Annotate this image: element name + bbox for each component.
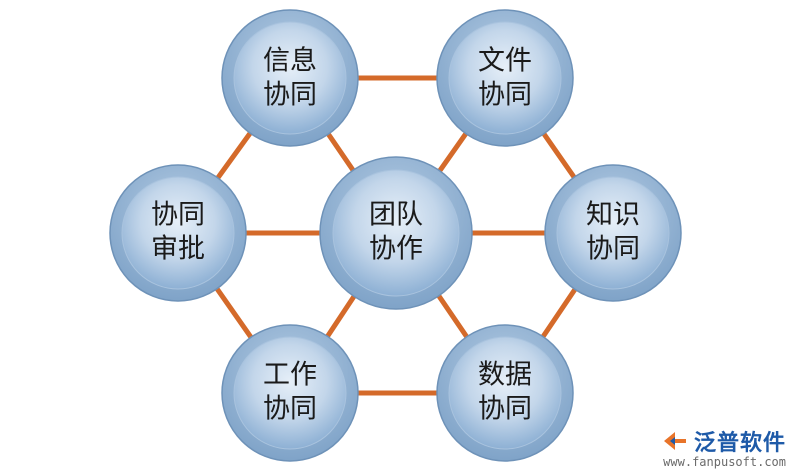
fan-logo-icon — [663, 432, 686, 450]
node-work-collab-line2: 协同 — [263, 394, 317, 425]
node-collab-approval-line1: 协同 — [151, 200, 205, 231]
node-file-collab-line1: 文件 — [478, 46, 532, 77]
brand-watermark: 泛普软件 www.fanpusoft.com — [662, 425, 786, 469]
node-team-collab-line2: 协作 — [369, 234, 423, 265]
node-data-collab-line2: 协同 — [478, 394, 532, 425]
node-info-collab-line2: 协同 — [263, 80, 317, 111]
brand-url: www.fanpusoft.com — [663, 455, 786, 469]
node-team-collab-line1: 团队 — [369, 200, 423, 231]
node-info-collab: 信息 协同 — [221, 9, 359, 147]
node-collab-approval-line2: 审批 — [151, 234, 205, 265]
node-knowledge-collab: 知识 协同 — [544, 164, 682, 302]
node-file-collab-line2: 协同 — [478, 80, 532, 111]
node-file-collab: 文件 协同 — [436, 9, 574, 147]
node-work-collab: 工作 协同 — [221, 324, 359, 462]
node-info-collab-line1: 信息 — [263, 46, 317, 77]
node-data-collab: 数据 协同 — [436, 324, 574, 462]
node-data-collab-line1: 数据 — [478, 360, 532, 391]
brand-name: 泛普软件 — [693, 431, 786, 456]
node-team-collab: 团队 协作 — [319, 156, 473, 310]
node-knowledge-collab-line1: 知识 — [586, 200, 640, 231]
node-work-collab-line1: 工作 — [263, 360, 317, 391]
node-knowledge-collab-line2: 协同 — [586, 234, 640, 265]
node-collab-approval: 协同 审批 — [109, 164, 247, 302]
